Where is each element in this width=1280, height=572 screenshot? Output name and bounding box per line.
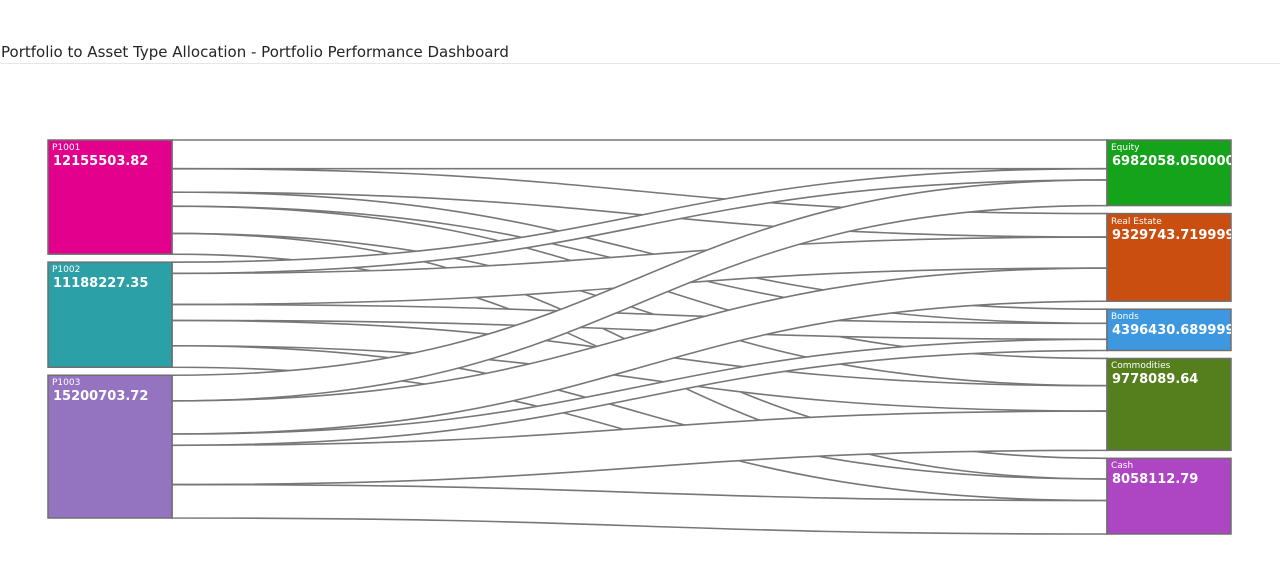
page-title: Portfolio to Asset Type Allocation - Por… bbox=[1, 43, 509, 61]
node-value: 9778089.64 bbox=[1112, 372, 1199, 388]
node-p1001[interactable] bbox=[47, 139, 173, 255]
node-real-estate[interactable] bbox=[1106, 212, 1232, 302]
title-bar: Portfolio to Asset Type Allocation - Por… bbox=[0, 0, 1280, 64]
node-commodities[interactable] bbox=[1106, 357, 1232, 452]
node-equity[interactable] bbox=[1106, 139, 1232, 207]
nodes-layer bbox=[47, 139, 1232, 535]
node-cash[interactable] bbox=[1106, 457, 1232, 535]
node-value: 8058112.79 bbox=[1112, 472, 1199, 488]
node-value: 15200703.72 bbox=[53, 389, 149, 405]
node-name: Commodities bbox=[1111, 361, 1171, 372]
node-value: 4396430.689999999 bbox=[1112, 323, 1231, 339]
node-value: 11188227.35 bbox=[53, 276, 149, 292]
node-name: P1002 bbox=[52, 265, 81, 276]
link-p1001-equity[interactable] bbox=[171, 139, 1108, 170]
node-value: 9329743.719999999 bbox=[1112, 227, 1231, 243]
node-bonds[interactable] bbox=[1106, 308, 1232, 352]
node-value: 12155503.82 bbox=[53, 154, 149, 169]
node-name: P1001 bbox=[52, 143, 81, 153]
node-p1002[interactable] bbox=[47, 261, 173, 368]
node-value: 6982058.050000001 bbox=[1112, 154, 1231, 169]
node-name: Equity bbox=[1111, 143, 1140, 153]
node-p1003[interactable] bbox=[47, 374, 173, 519]
links-layer bbox=[171, 139, 1108, 535]
node-name: P1003 bbox=[52, 378, 81, 389]
node-name: Bonds bbox=[1111, 312, 1139, 323]
node-name: Real Estate bbox=[1111, 216, 1162, 227]
node-name: Cash bbox=[1111, 461, 1134, 472]
